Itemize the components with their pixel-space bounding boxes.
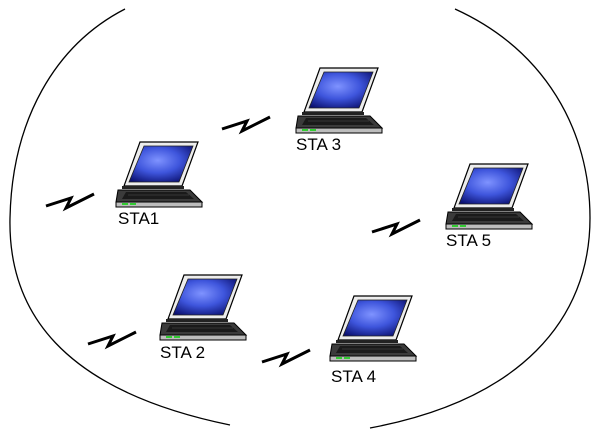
laptop-icon bbox=[116, 142, 202, 207]
station-sta4[interactable]: STA 4 bbox=[262, 296, 416, 386]
station-label: STA 5 bbox=[446, 231, 491, 250]
station-label: STA1 bbox=[118, 209, 159, 228]
laptop-icon bbox=[446, 164, 532, 229]
station-sta2[interactable]: STA 2 bbox=[88, 275, 246, 362]
station-label: STA 4 bbox=[331, 367, 376, 386]
wireless-link-icon bbox=[88, 332, 136, 346]
wireless-link-icon bbox=[262, 350, 310, 364]
station-label: STA 2 bbox=[160, 343, 205, 362]
laptop-icon bbox=[330, 296, 416, 361]
station-sta5[interactable]: STA 5 bbox=[372, 164, 532, 250]
station-sta3[interactable]: STA 3 bbox=[222, 68, 382, 154]
wireless-link-icon bbox=[46, 194, 94, 208]
laptop-icon bbox=[160, 275, 246, 340]
wireless-link-icon bbox=[372, 220, 420, 234]
wireless-link-icon bbox=[222, 117, 270, 131]
station-label: STA 3 bbox=[296, 135, 341, 154]
laptop-icon bbox=[296, 68, 382, 133]
station-sta1[interactable]: STA1 bbox=[46, 142, 202, 228]
